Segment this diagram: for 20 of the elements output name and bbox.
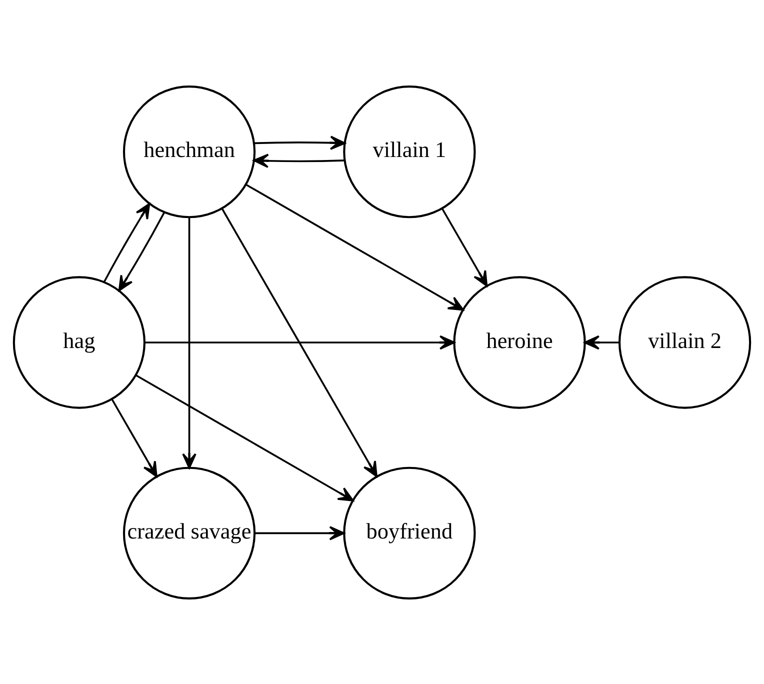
node-circle: hag	[12, 276, 146, 408]
arrow	[144, 334, 455, 350]
node-circle: henchman	[122, 85, 256, 218]
arrow	[118, 211, 166, 291]
arrow	[136, 374, 354, 501]
arrow	[254, 135, 346, 150]
node-circle: boyfriend	[343, 466, 476, 599]
node-circle: villain 1	[343, 85, 476, 218]
node-circle: heroine	[453, 276, 586, 408]
arrow	[221, 208, 378, 477]
arrow	[584, 334, 620, 350]
arrow	[254, 526, 345, 540]
arrow	[103, 202, 150, 282]
node-circle: villain 2	[618, 276, 752, 408]
arrow	[441, 208, 488, 286]
arrow	[182, 216, 196, 468]
arrow	[253, 153, 345, 168]
arrow	[246, 183, 464, 310]
arrow	[111, 398, 158, 477]
node-circle: crazed savage	[122, 466, 256, 599]
